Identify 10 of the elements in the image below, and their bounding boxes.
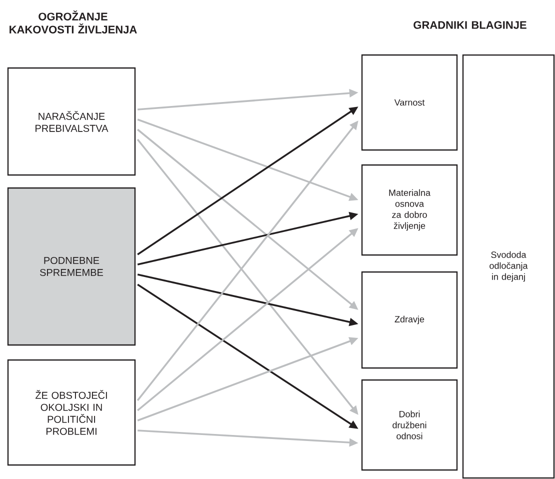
wellbeing-box: Dobri družbeni odnosi xyxy=(361,379,458,471)
wellbeing-box: Varnost xyxy=(361,54,458,151)
freedom-panel: Svododa odločanja in dejanj xyxy=(462,54,555,479)
column-heading: OGROŽANJE KAKOVOSTI ŽIVLJENJA xyxy=(10,10,137,34)
threat-box: NARAŠČANJE PREBIVALSTVA xyxy=(7,67,136,176)
wellbeing-box: Zdravje xyxy=(361,271,458,369)
wellbeing-box: Materialna osnova za dobro življenje xyxy=(361,164,458,256)
threat-box: PODNEBNE SPREMEMBE xyxy=(7,187,136,346)
column-heading: GRADNIKI BLAGINJE xyxy=(414,21,526,29)
threat-box: ŽE OBSTOJEČI OKOLJSKI IN POLITIČNI PROBLEMI xyxy=(7,359,136,466)
